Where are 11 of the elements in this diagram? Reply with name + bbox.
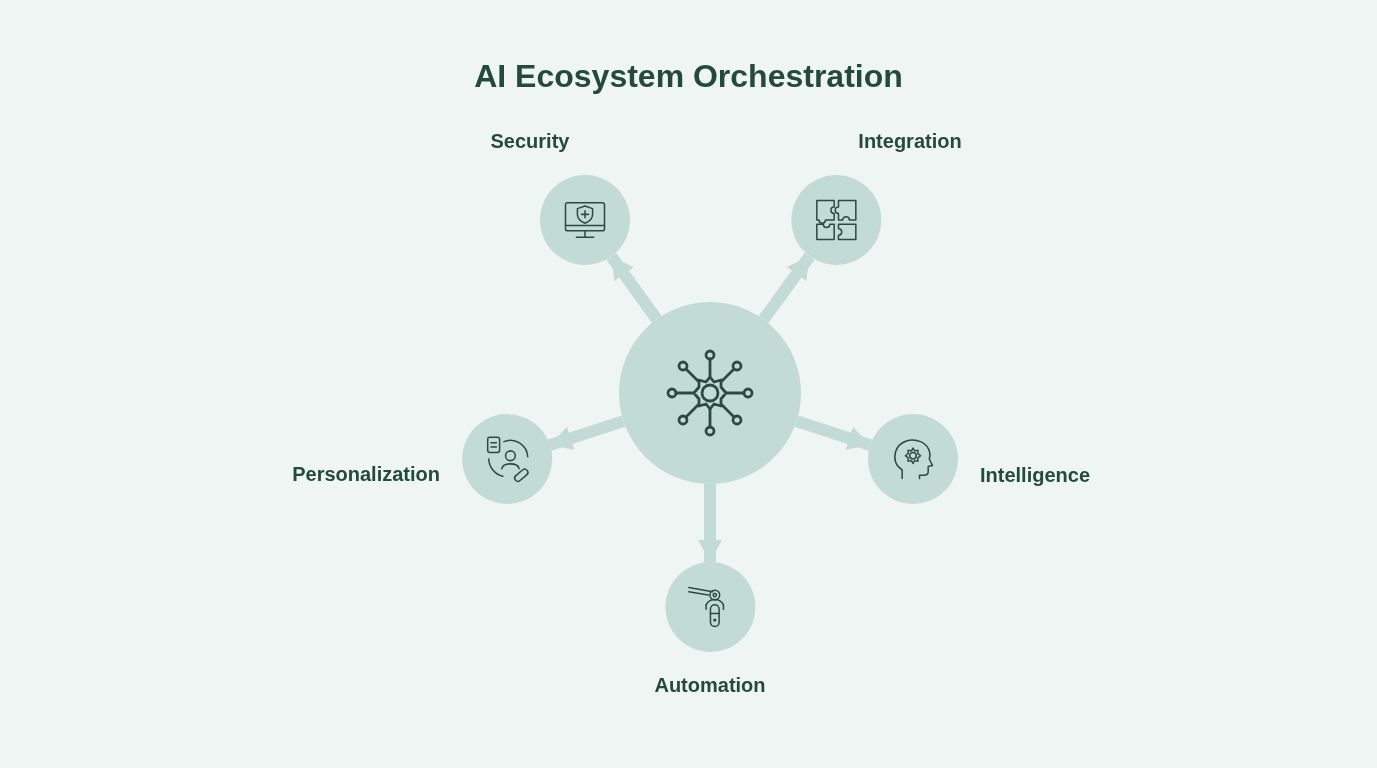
node-label: Intelligence bbox=[980, 463, 1091, 487]
node-label: Security bbox=[490, 130, 570, 153]
arrow bbox=[758, 252, 815, 323]
title: AI Ecosystem Orchestration bbox=[473, 58, 904, 95]
arrow bbox=[547, 415, 626, 451]
node-label: Automation bbox=[654, 674, 766, 697]
arrow bbox=[698, 484, 722, 562]
node-label: Integration bbox=[858, 130, 962, 153]
node-label: Personalization bbox=[292, 462, 440, 486]
arrow bbox=[606, 252, 662, 323]
arrow bbox=[794, 415, 873, 451]
